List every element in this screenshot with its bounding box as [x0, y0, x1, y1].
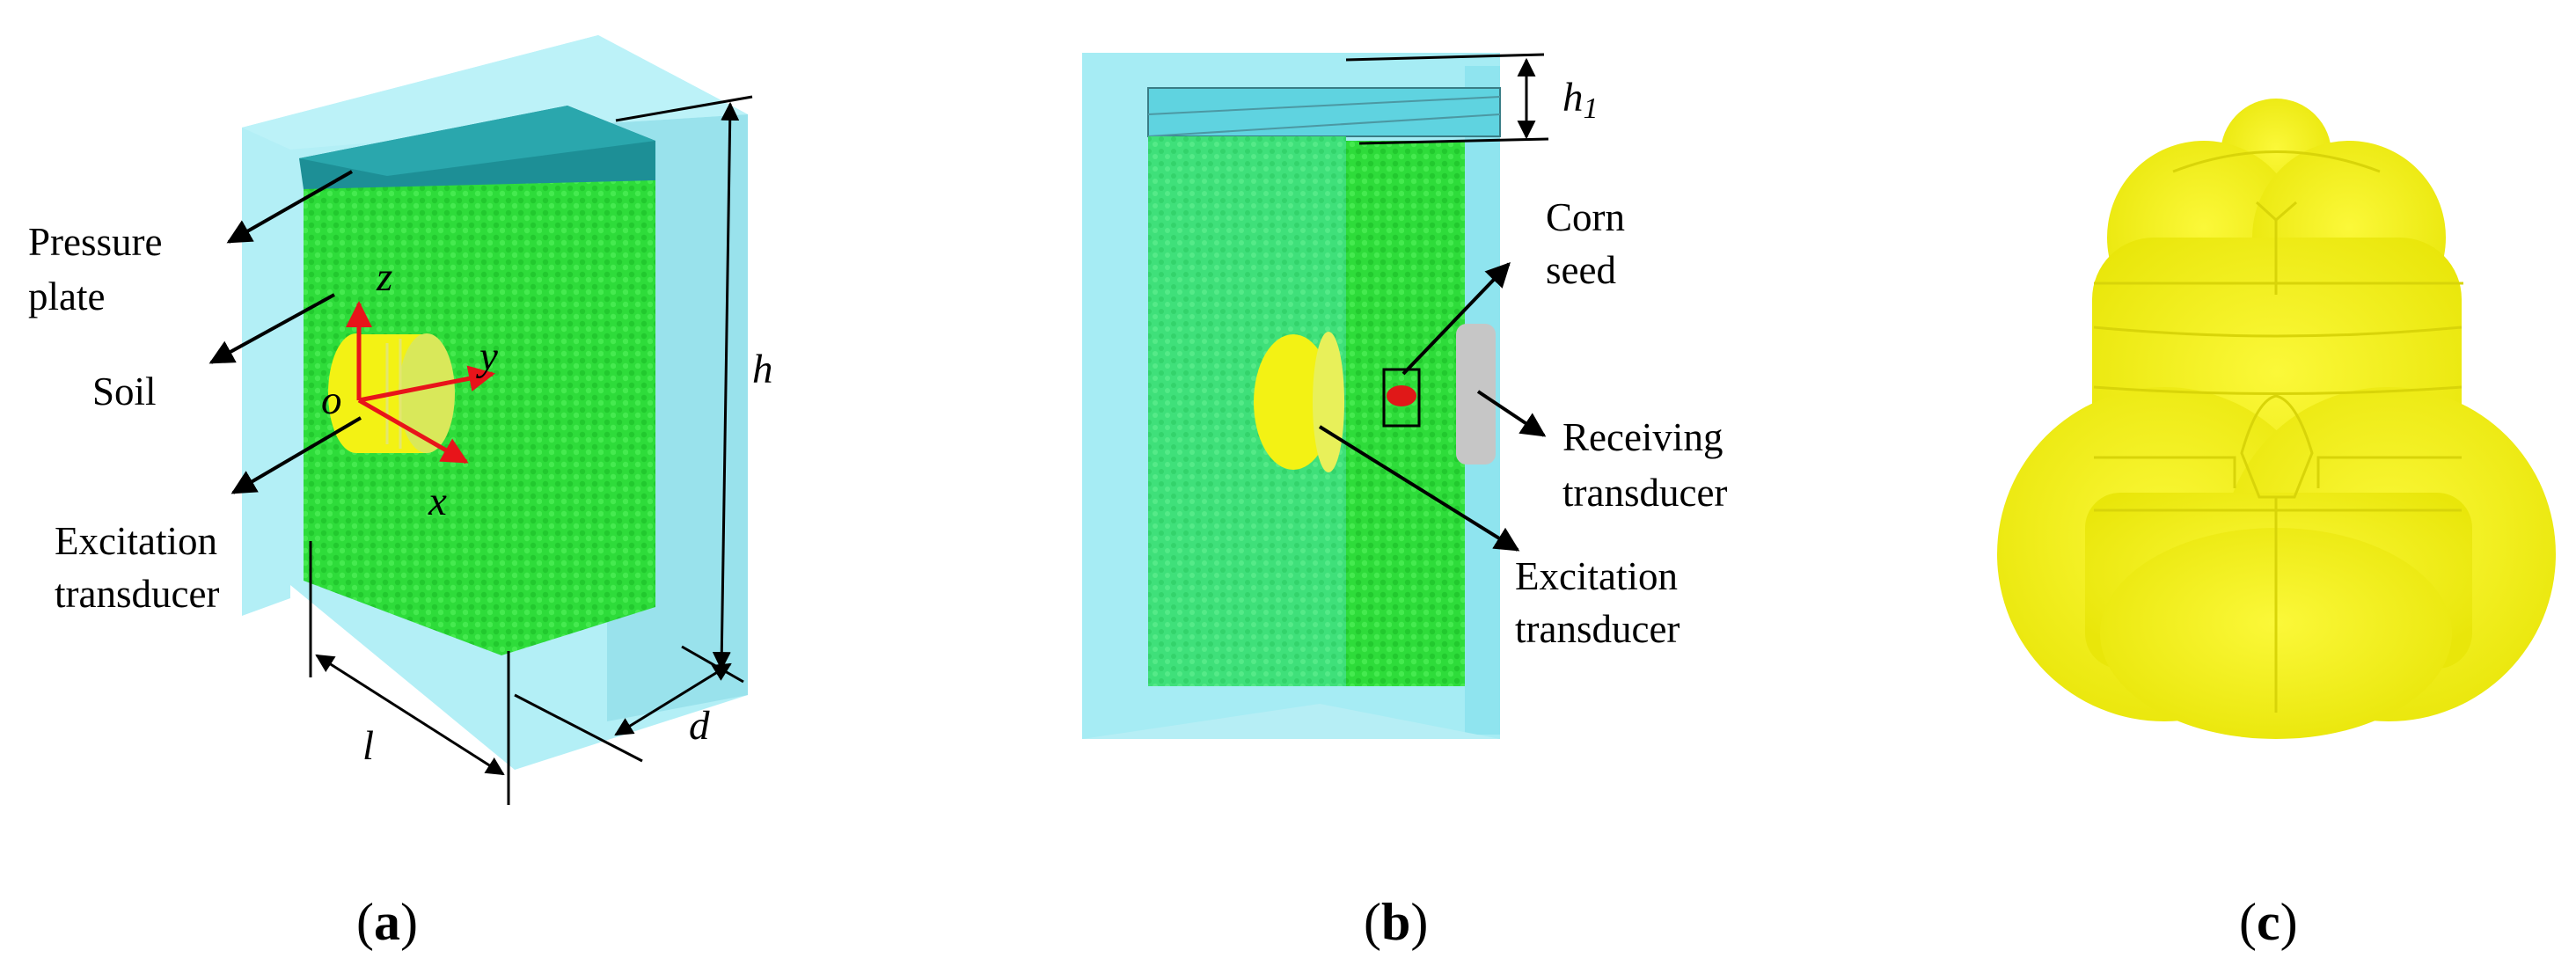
corn-seed-label-1: Corn	[1546, 195, 1625, 239]
axis-x-label: x	[428, 479, 447, 524]
axis-y-label: y	[476, 333, 498, 379]
seed-facet-lines	[2093, 150, 2463, 713]
pressure-plate-label-2: plate	[28, 274, 105, 318]
pressure-plate-label-1: Pressure	[28, 220, 162, 264]
excitation-label-b-2: transducer	[1515, 607, 1680, 651]
excitation-arrow-b	[1318, 425, 1520, 552]
dim-l-line	[315, 654, 505, 776]
origin-label: o	[321, 377, 342, 423]
caption-a: (a)	[356, 893, 418, 951]
pressure-plate-top	[299, 106, 655, 176]
excitation-label-b-1: Excitation	[1515, 554, 1678, 598]
panel-a: z y x o Pressure plate Soil Excitation t…	[28, 35, 773, 951]
panel-c: (c)	[1997, 99, 2556, 951]
soil-right-b	[1346, 141, 1465, 686]
excitation-label-a-2: transducer	[55, 572, 219, 616]
excitation-arrow-a	[231, 416, 362, 494]
soil-label: Soil	[92, 369, 157, 413]
caption-c: (c)	[2239, 893, 2298, 951]
dim-h1-ext-bottom	[1358, 137, 1549, 145]
dim-d-label: d	[689, 703, 710, 749]
receiving-label-2: transducer	[1562, 471, 1727, 515]
dim-h1-ext-top	[1345, 53, 1545, 62]
plate-edge-1	[1147, 96, 1501, 115]
dim-d-line	[614, 662, 732, 736]
corn-seed-mark	[1387, 385, 1416, 406]
excitation-transducer-b	[1254, 334, 1333, 470]
dim-h-ext-top	[615, 95, 753, 122]
pressure-plate-b	[1147, 87, 1501, 137]
dim-h-line	[712, 101, 740, 671]
corn-seed-box	[1382, 368, 1421, 428]
corn-seed-label-2: seed	[1546, 248, 1616, 292]
pressure-plate-arrow	[226, 170, 353, 244]
container-top-a	[242, 35, 748, 150]
dim-h-label: h	[752, 347, 773, 392]
receiving-arrow	[1476, 390, 1547, 437]
receiving-label-1: Receiving	[1562, 415, 1723, 459]
dim-l-label: l	[362, 723, 374, 769]
excitation-label-a-1: Excitation	[55, 519, 217, 563]
container-bottom-b	[1082, 704, 1500, 739]
plate-edge-2	[1147, 113, 1501, 137]
caption-b: (b)	[1364, 893, 1428, 951]
dim-h1-label: h1	[1562, 75, 1599, 125]
corn-seed-model	[1997, 99, 2556, 739]
receiving-transducer	[1456, 324, 1496, 465]
soil-arrow	[209, 293, 335, 364]
excitation-transducer-b-face	[1313, 332, 1344, 472]
dim-d-ext	[514, 693, 643, 763]
soil-block-a	[304, 158, 655, 655]
panel-b: h1 Corn seed Receiving transducer Excita…	[1082, 53, 1727, 951]
axis-z-label: z	[376, 254, 392, 300]
coordinate-axes	[346, 301, 495, 465]
corn-seed-arrow	[1401, 261, 1511, 376]
